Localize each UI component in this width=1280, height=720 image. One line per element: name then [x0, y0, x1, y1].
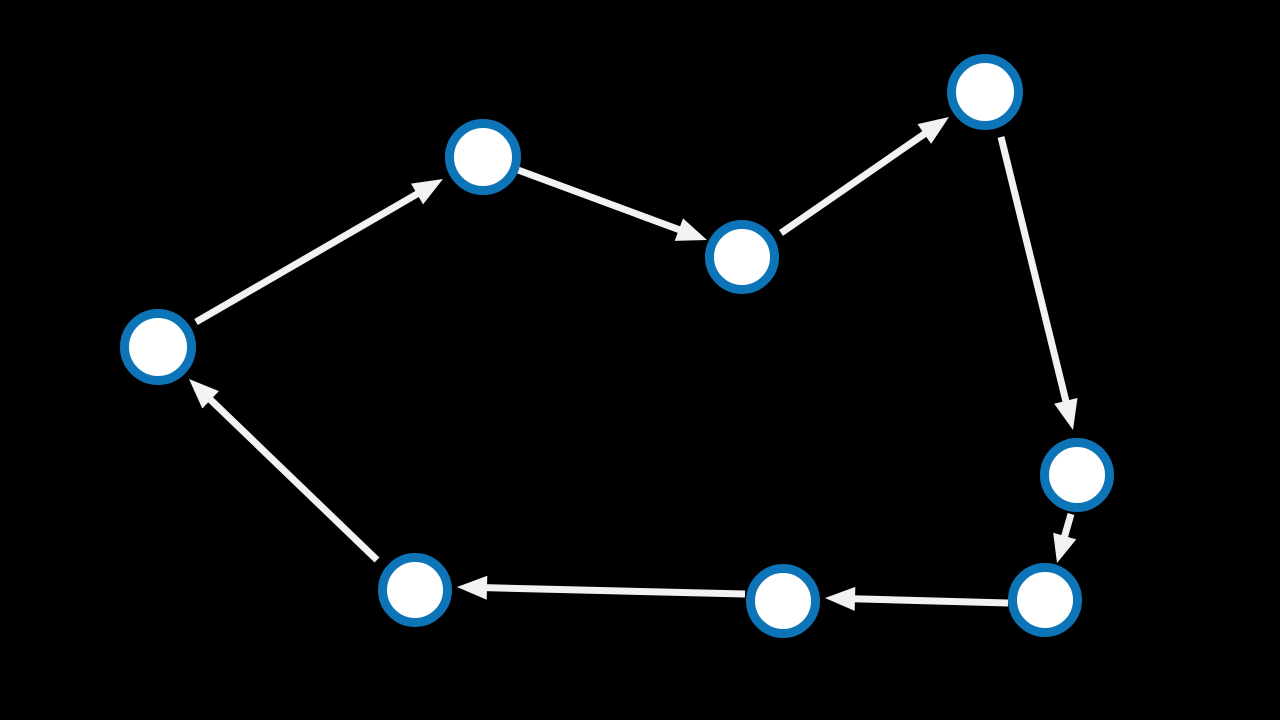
node-circle-icon [445, 119, 521, 195]
arrowhead-icon [1054, 398, 1078, 430]
edge-top-right-to-right-upper[interactable] [997, 136, 1078, 430]
arrowhead-icon [825, 586, 856, 611]
edge-shaft [516, 166, 682, 234]
edge-shaft [484, 584, 746, 598]
edges-layer [189, 117, 1078, 611]
node-circle-icon [1040, 438, 1114, 512]
arrowhead-icon [189, 379, 219, 409]
edge-bottom-left-to-left[interactable] [189, 379, 380, 563]
edge-top-left-to-top-middle[interactable] [516, 166, 707, 241]
arrowhead-icon [411, 179, 443, 205]
node-top-right[interactable] [947, 54, 1023, 130]
node-circle-icon [1008, 563, 1082, 637]
edge-right-lower-to-bottom-middle[interactable] [825, 586, 1009, 611]
arrowhead-icon [457, 575, 488, 600]
node-top-middle[interactable] [705, 220, 779, 294]
node-top-left[interactable] [445, 119, 521, 195]
node-bottom-middle[interactable] [746, 564, 820, 638]
node-circle-icon [378, 553, 452, 627]
edge-shaft [997, 136, 1070, 404]
edge-shaft [194, 190, 421, 326]
node-circle-icon [705, 220, 779, 294]
node-bottom-left[interactable] [378, 553, 452, 627]
arrowhead-icon [1053, 532, 1077, 563]
arrowhead-icon [674, 218, 707, 241]
node-circle-icon [947, 54, 1023, 130]
edge-top-middle-to-top-right[interactable] [779, 117, 949, 236]
node-right-upper[interactable] [1040, 438, 1114, 512]
edge-shaft [779, 130, 928, 236]
node-circle-icon [120, 309, 196, 385]
edge-shaft [206, 395, 380, 563]
edge-right-upper-to-right-lower[interactable] [1053, 513, 1077, 563]
edge-left-to-top-left[interactable] [194, 179, 443, 326]
edge-bottom-middle-to-bottom-left[interactable] [457, 575, 746, 600]
edge-shaft [1060, 513, 1075, 539]
nodes-layer [120, 54, 1114, 638]
node-left[interactable] [120, 309, 196, 385]
node-circle-icon [746, 564, 820, 638]
arrowhead-icon [917, 117, 949, 144]
node-right-lower[interactable] [1008, 563, 1082, 637]
edge-shaft [852, 595, 1009, 607]
